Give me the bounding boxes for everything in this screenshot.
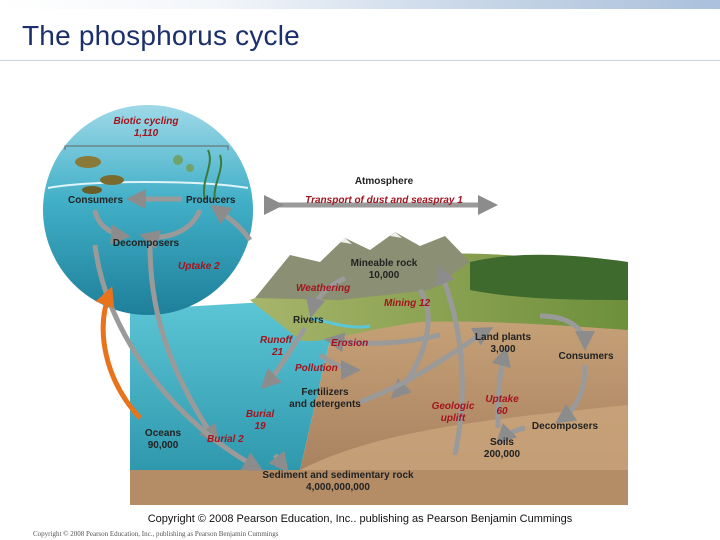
label-land-plants-value: 3,000 <box>490 344 515 355</box>
arrow-pollution <box>318 352 361 380</box>
arrow-to-sediment <box>268 450 289 473</box>
label-burial-upper-value: 19 <box>254 421 266 432</box>
label-geologic-1: Geologic <box>432 401 475 412</box>
label-uptake-land-value: 60 <box>496 406 508 417</box>
mountains <box>255 232 470 300</box>
arrow-ocean-to-biotic <box>95 286 142 420</box>
sediment-layer <box>130 470 628 505</box>
arrow-fertilizer <box>359 327 494 405</box>
label-soils: Soils <box>490 437 514 448</box>
label-burial-lower: Burial 2 <box>207 434 244 445</box>
label-fertilizers-2: and detergents <box>289 399 361 410</box>
arrow-runoff <box>260 326 308 390</box>
phosphorus-cycle-diagram: Biotic cycling 1,110 Consumers Producers… <box>43 105 628 505</box>
label-pollution: Pollution <box>295 363 338 374</box>
label-weathering: Weathering <box>296 283 350 294</box>
label-runoff-value: 21 <box>271 347 284 358</box>
label-sediment-value: 4,000,000,000 <box>306 482 370 493</box>
label-biotic-cycling: Biotic cycling <box>113 116 178 127</box>
soil-strata <box>300 405 628 470</box>
label-decomposers-land: Decomposers <box>532 421 599 432</box>
copyright-main: Copyright © 2008 Pearson Education, Inc.… <box>147 513 573 525</box>
arrow-soils-plants <box>491 346 511 429</box>
label-sediment: Sediment and sedimentary rock <box>262 470 414 481</box>
river <box>309 316 371 329</box>
label-producers: Producers <box>186 195 236 206</box>
label-land-plants: Land plants <box>475 332 532 343</box>
label-atmosphere: Atmosphere <box>355 176 414 187</box>
label-geologic-2: uplift <box>441 413 466 424</box>
arrow-burial-upper <box>147 245 219 445</box>
label-biotic-value: 1,110 <box>134 128 159 139</box>
copyright-small: Copyright © 2008 Pearson Education, Inc.… <box>33 530 279 538</box>
mountain-snow <box>340 232 402 244</box>
label-decomposers-aquatic: Decomposers <box>113 238 180 249</box>
label-runoff: Runoff <box>260 335 294 346</box>
label-erosion: Erosion <box>331 338 368 349</box>
seaweed-icon <box>202 149 223 201</box>
slide-title: The phosphorus cycle <box>22 20 300 51</box>
arrow-consumers-decomposers-land <box>555 364 588 424</box>
label-mineable-rock: Mineable rock <box>351 258 418 269</box>
arrow-weathering <box>305 275 347 318</box>
fish-icon <box>75 156 101 168</box>
label-rivers: Rivers <box>293 315 324 326</box>
fish-icon <box>100 175 124 185</box>
label-transport: Transport of dust and seaspray 1 <box>305 195 463 206</box>
arrow-uptake-aquatic <box>210 204 253 242</box>
arrow-plants-consumers <box>539 313 595 351</box>
biotic-bracket <box>64 145 229 150</box>
label-consumers-land: Consumers <box>558 351 613 362</box>
label-uptake-aquatic: Uptake 2 <box>178 261 220 272</box>
label-fertilizers-1: Fertilizers <box>301 387 349 398</box>
label-burial-upper: Burial <box>246 409 275 420</box>
label-soils-value: 200,000 <box>484 449 521 460</box>
arrow-burial-lower <box>92 244 264 471</box>
fish-icon <box>82 186 102 194</box>
label-oceans: Oceans <box>145 428 182 439</box>
sphere-surface <box>47 181 249 189</box>
label-mineable-value: 10,000 <box>369 270 400 281</box>
label-mining: Mining 12 <box>384 298 431 309</box>
arrow-decomposers-soils <box>495 423 526 445</box>
ocean-water <box>130 300 330 470</box>
forest <box>470 254 628 300</box>
label-oceans-value: 90,000 <box>148 440 179 451</box>
header-band <box>0 0 720 9</box>
title-divider <box>0 60 720 61</box>
plankton-icon <box>186 164 194 172</box>
arrow-producers-decomposers <box>139 208 203 250</box>
label-uptake-land: Uptake <box>485 394 519 405</box>
arrow-geologic-uplift <box>435 264 465 456</box>
arrow-consumers-decomposers <box>92 209 131 245</box>
arrow-erosion <box>324 332 441 353</box>
label-consumers-aquatic: Consumers <box>68 195 123 206</box>
plankton-icon <box>173 155 183 165</box>
arrow-mining <box>390 288 431 400</box>
